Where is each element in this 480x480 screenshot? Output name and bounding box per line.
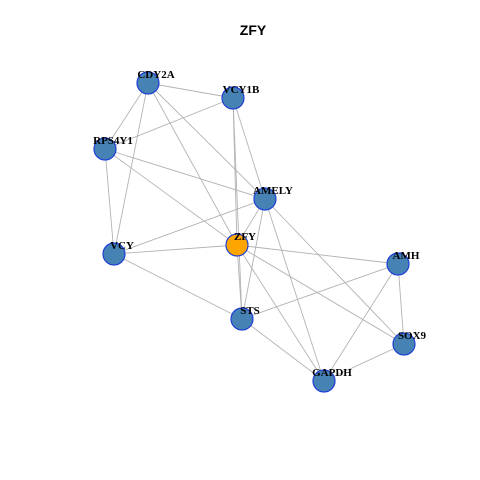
edge-amely-vcy — [113, 198, 266, 255]
edge-rps4y1-zfy — [104, 148, 238, 246]
edge-amh-sts — [241, 263, 399, 320]
edge-rps4y1-amely — [104, 148, 266, 200]
edge-zfy-sox9 — [236, 244, 405, 345]
edge-zfy-vcy — [113, 244, 238, 255]
node-amh[interactable] — [386, 252, 410, 276]
node-label-amely: AMELY — [253, 185, 293, 197]
edge-vcy-sts — [113, 253, 243, 320]
edge-vcy1b-amely — [232, 97, 266, 200]
node-vcy[interactable] — [102, 242, 126, 266]
edge-zfy-sts — [236, 244, 243, 320]
edge-amely-sox9 — [264, 198, 405, 345]
node-sox9[interactable] — [392, 332, 416, 356]
edge-zfy-gapdh — [236, 244, 325, 382]
edge-cdy2a-rps4y1 — [104, 82, 149, 150]
node-label-rps4y1: RPS4Y1 — [93, 135, 133, 147]
edge-amh-gapdh — [323, 263, 399, 382]
edge-cdy2a-amely — [147, 82, 266, 200]
edge-amely-gapdh — [264, 198, 325, 382]
node-label-cdy2a: CDY2A — [137, 69, 174, 81]
node-label-amh: AMH — [393, 250, 420, 262]
node-amely[interactable] — [253, 187, 277, 211]
node-label-vcy1b: VCY1B — [223, 84, 260, 96]
nodes-layer — [93, 71, 416, 393]
node-label-zfy: ZFY — [234, 231, 256, 243]
edge-sts-gapdh — [241, 318, 325, 382]
graph-title: ZFY — [240, 22, 267, 38]
node-vcy1b[interactable] — [221, 86, 245, 110]
edge-zfy-amh — [236, 244, 399, 265]
edge-amh-sox9 — [397, 263, 405, 345]
edge-rps4y1-vcy — [104, 148, 115, 255]
node-label-gapdh: GAPDH — [312, 367, 352, 379]
edge-cdy2a-vcy — [113, 82, 149, 255]
node-rps4y1[interactable] — [93, 137, 117, 161]
node-zfy[interactable] — [225, 233, 249, 257]
edge-vcy1b-rps4y1 — [104, 97, 234, 150]
node-cdy2a[interactable] — [136, 71, 160, 95]
edge-cdy2a-vcy1b — [147, 82, 234, 99]
edge-cdy2a-zfy — [147, 82, 238, 246]
node-label-sox9: SOX9 — [398, 330, 427, 342]
node-gapdh[interactable] — [312, 369, 336, 393]
node-label-vcy: VCY — [110, 240, 134, 252]
edge-vcy1b-sts — [232, 97, 243, 320]
edge-amely-sts — [241, 198, 266, 320]
node-sts[interactable] — [230, 307, 254, 331]
edge-sox9-gapdh — [323, 343, 405, 382]
edges-layer — [104, 82, 405, 382]
node-label-sts: STS — [240, 305, 260, 317]
